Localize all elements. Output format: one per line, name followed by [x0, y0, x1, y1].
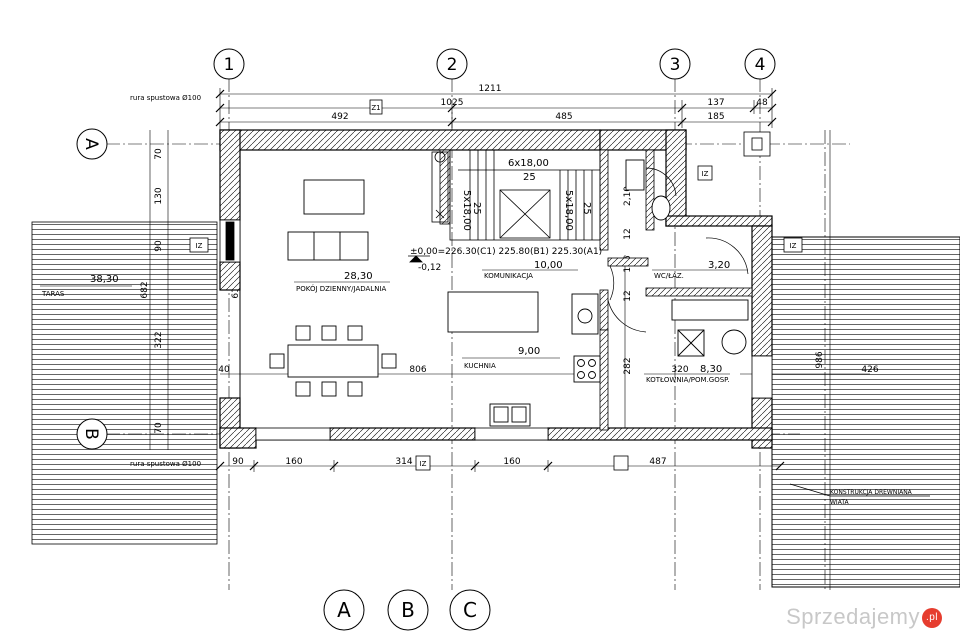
dim-v986: 986 — [815, 351, 825, 368]
tag-iz-bath: IZ — [702, 170, 709, 178]
windows — [219, 219, 773, 441]
room-name-kuchnia: KUCHNIA — [464, 362, 496, 370]
dim-314: 314 — [395, 457, 412, 467]
kitchen-furniture — [447, 291, 601, 427]
dim-40a: 40 — [218, 365, 230, 375]
stairs-25-right: 25 — [581, 202, 592, 215]
tag-iz-right: IZ — [790, 242, 797, 250]
doors — [607, 167, 749, 333]
grid-bubble-3 — [659, 48, 691, 80]
grid-bubble-B — [76, 418, 108, 450]
dining-table — [287, 344, 379, 378]
tag-z1: Z1 — [371, 104, 380, 112]
section-bubble-C — [449, 589, 491, 631]
label-rura-bottom: rura spustowa Ø100 — [130, 460, 201, 468]
stairs-5x18-right: 5x18,00 — [563, 190, 574, 231]
level-small: -0,12 — [418, 263, 441, 273]
grid-label-3: 3 — [670, 55, 681, 75]
dim-426: 426 — [861, 365, 878, 375]
section-bubble-A — [323, 589, 365, 631]
grid-bubble-A — [76, 128, 108, 160]
section-bubble-B — [387, 589, 429, 631]
section-label-B: B — [401, 598, 415, 622]
tv-unit — [303, 179, 365, 215]
label-rura-top: rura spustowa Ø100 — [130, 94, 201, 102]
grid-label-A: A — [81, 138, 101, 150]
dim-485: 485 — [555, 112, 572, 122]
dim-v130: 130 — [154, 187, 164, 204]
note-wiata: WIATA — [830, 499, 850, 506]
bathroom-fixtures — [625, 159, 749, 357]
dim-48: 48 — [756, 98, 768, 108]
tag-iz-bottom: IZ — [420, 460, 427, 468]
room-name-komunikacja: KOMUNIKACJA — [484, 272, 533, 280]
room-area-pokoj: 28,30 — [344, 271, 373, 282]
dim-487: 487 — [649, 457, 666, 467]
room-name-wc: WC/ŁAZ. — [654, 272, 684, 280]
dim-1211: 1211 — [479, 84, 502, 94]
dim-v322: 322 — [154, 331, 164, 348]
dim-185: 185 — [707, 112, 724, 122]
room-area-komunikacja: 10,00 — [534, 260, 563, 271]
dim-492: 492 — [331, 112, 348, 122]
dim-v70b: 70 — [154, 422, 164, 434]
sofa — [287, 231, 369, 261]
dim-137: 137 — [707, 98, 724, 108]
room-area-taras: 38,30 — [90, 274, 119, 285]
dim-806: 806 — [409, 365, 426, 375]
terrace-left — [31, 221, 218, 545]
room-name-taras: TARAS — [41, 290, 65, 298]
watermark-text: Sprzedajemy — [786, 604, 920, 629]
interior-walls — [439, 149, 753, 431]
stairs-25-left: 25 — [471, 202, 482, 215]
grid-bubble-2 — [436, 48, 468, 80]
living-furniture — [269, 179, 397, 397]
terrace-right — [771, 236, 960, 588]
level-note: ±0,00=226.30(C1) 225.80(B1) 225.30(A1) — [410, 247, 602, 257]
tag-iz-left: IZ — [196, 242, 203, 250]
dim-1025: 1025 — [441, 98, 464, 108]
section-label-C: C — [463, 598, 477, 622]
dim-90: 90 — [232, 457, 244, 467]
dim-v12b: 12 — [623, 228, 633, 239]
watermark-badge: .pl — [922, 608, 942, 629]
dim-v320: 320 — [671, 365, 688, 375]
dim-v90: 90 — [154, 240, 164, 252]
dim-160b: 160 — [503, 457, 520, 467]
room-name-kotlownia: KOTŁOWNIA/POM.GOSP. — [646, 376, 730, 384]
dim-v282: 282 — [623, 357, 633, 374]
room-area-wc: 3,20 — [708, 260, 730, 271]
stairs-25: 25 — [523, 172, 536, 183]
room-area-kuchnia: 9,00 — [518, 346, 540, 357]
dim-v682: 682 — [140, 281, 150, 298]
staircase — [431, 149, 601, 241]
grid-label-B: B — [81, 428, 101, 440]
dim-v210: 2,10 — [623, 186, 633, 206]
section-label-A: A — [337, 598, 351, 622]
room-name-pokoj: POKÓJ DZIENNY/JADALNIA — [296, 284, 387, 293]
room-area-kotlownia: 8,30 — [700, 364, 722, 375]
grid-bubble-1 — [213, 48, 245, 80]
dim-160: 160 — [285, 457, 302, 467]
stairs-6x18: 6x18,00 — [508, 158, 549, 169]
grid-label-4: 4 — [755, 55, 766, 75]
dim-v12a: 12 — [623, 290, 633, 301]
watermark: Sprzedajemy.pl — [786, 604, 942, 630]
stairs-5x18-left: 5x18,00 — [461, 190, 472, 231]
dim-v70a: 70 — [154, 148, 164, 160]
grid-bubble-4 — [744, 48, 776, 80]
note-konstrukcja: KONSTRUKCJA DREWNIANA — [830, 489, 913, 496]
grid-label-2: 2 — [447, 55, 458, 75]
grid-label-1: 1 — [224, 55, 235, 75]
